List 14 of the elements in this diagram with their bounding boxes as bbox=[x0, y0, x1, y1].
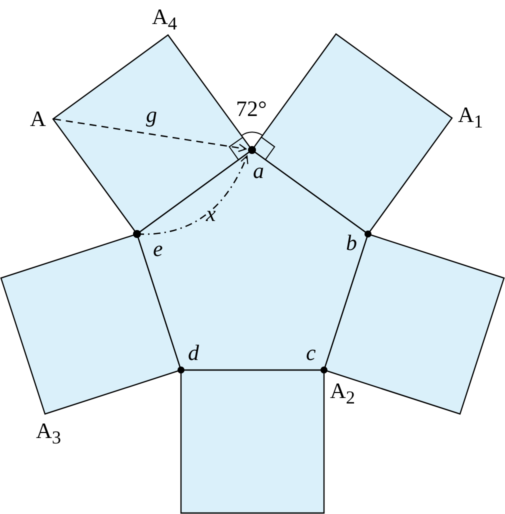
vertex-label: b bbox=[346, 232, 357, 254]
vertex-label: A$_{3}$ bbox=[36, 420, 62, 447]
angle-label: 72° bbox=[236, 98, 267, 120]
vertex-label: d bbox=[188, 342, 199, 364]
edge-label: x bbox=[206, 203, 216, 225]
point-label: e bbox=[153, 238, 163, 260]
point-label: a bbox=[253, 160, 264, 182]
vertex-label: A$_{4}$ bbox=[152, 6, 178, 33]
vertex-label: A$_{2}$ bbox=[330, 380, 356, 407]
edge-label: g bbox=[146, 104, 157, 126]
point-label: A bbox=[30, 108, 46, 130]
dashed-arrow bbox=[54, 118, 247, 152]
vertex-label: A$_{1}$ bbox=[458, 104, 484, 131]
vertex-label: c bbox=[306, 342, 316, 364]
